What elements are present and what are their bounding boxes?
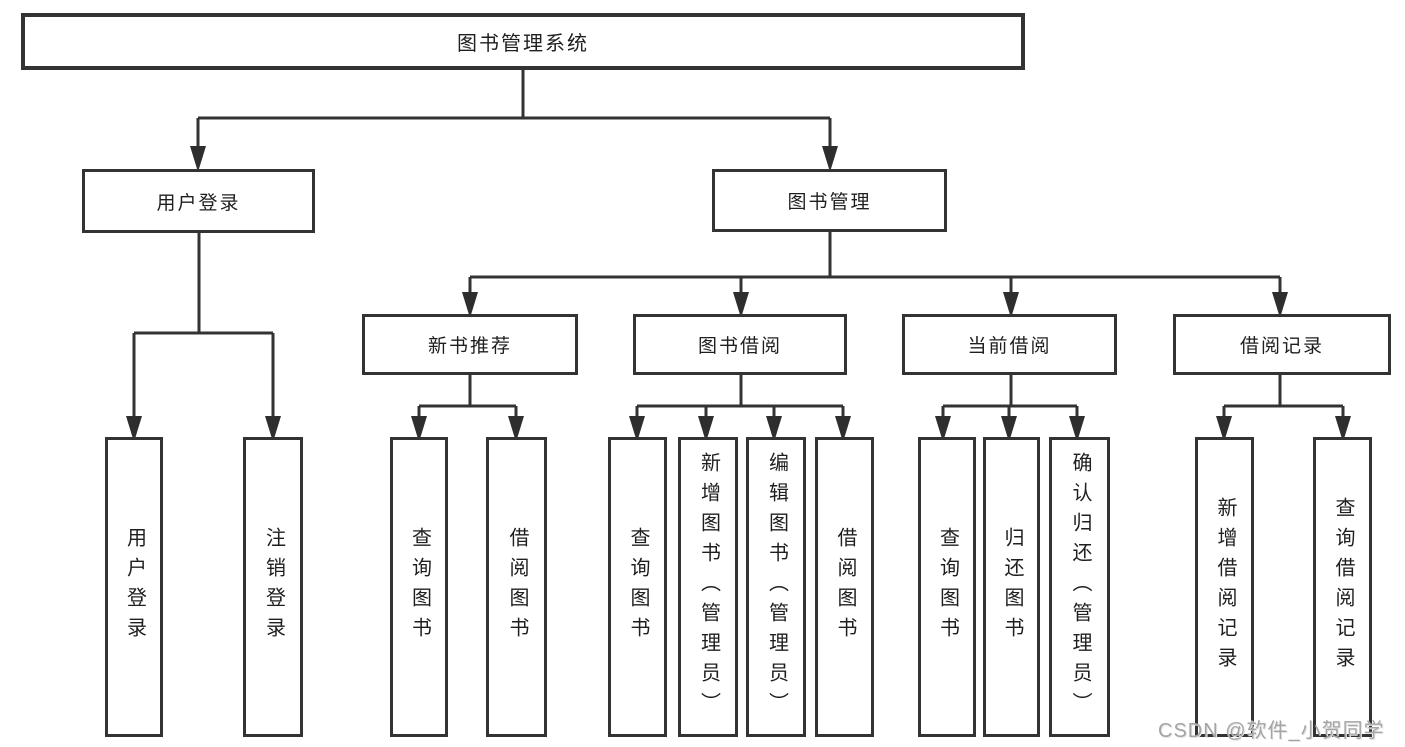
node-book-management-label: 图书管理 [787,192,872,213]
leaf-query-borrow-record: 查询借阅记录 [1313,437,1372,737]
leaf-user-login-label: 用户登录 [123,527,146,647]
leaf-add-books-admin: 新增图书（管理员） [678,437,738,737]
leaf-borrow-books-label: 借阅图书 [834,527,856,647]
leaf-logout-label: 注销登录 [262,527,285,647]
node-current-borrowing-label: 当前借阅 [967,336,1052,357]
leaf-user-login: 用户登录 [105,437,163,737]
node-borrowing-records-label: 借阅记录 [1239,336,1324,357]
node-new-book-recommend: 新书推荐 [362,314,578,375]
leaf-recommend-query-books: 查询图书 [390,437,448,737]
node-book-borrowing-label: 图书借阅 [697,336,782,357]
leaf-current-query-books: 查询图书 [918,437,976,737]
node-new-book-recommend-label: 新书推荐 [427,336,512,357]
node-borrowing-records: 借阅记录 [1173,314,1391,375]
node-root: 图书管理系统 [21,13,1025,70]
leaf-add-borrow-record-label: 新增借阅记录 [1214,497,1236,677]
node-user-login: 用户登录 [82,169,315,233]
leaf-edit-books-admin-label: 编辑图书（管理员） [765,452,788,722]
leaf-edit-books-admin: 编辑图书（管理员） [746,437,806,737]
leaf-confirm-return-admin: 确认归还（管理员） [1049,437,1110,737]
leaf-current-query-books-label: 查询图书 [936,527,959,647]
leaf-recommend-query-books-label: 查询图书 [408,527,431,647]
leaf-add-borrow-record: 新增借阅记录 [1195,437,1254,737]
leaf-borrow-books: 借阅图书 [815,437,874,737]
leaf-return-books-label: 归还图书 [1001,527,1023,647]
leaf-logout: 注销登录 [243,437,303,737]
node-book-management: 图书管理 [712,169,947,232]
leaf-return-books: 归还图书 [983,437,1040,737]
node-user-login-label: 用户登录 [156,192,241,214]
node-current-borrowing: 当前借阅 [902,314,1117,375]
node-root-label: 图书管理系统 [457,33,589,55]
leaf-recommend-borrow-books-label: 借阅图书 [506,527,528,647]
csdn-watermark: CSDN @软件_小贺同学 [1158,720,1385,742]
leaf-borrowing-query-books: 查询图书 [608,437,667,737]
leaf-add-books-admin-label: 新增图书（管理员） [697,452,720,722]
node-book-borrowing: 图书借阅 [633,314,847,375]
leaf-recommend-borrow-books: 借阅图书 [486,437,547,737]
leaf-borrowing-query-books-label: 查询图书 [627,527,649,647]
leaf-confirm-return-admin-label: 确认归还（管理员） [1069,452,1091,722]
leaf-query-borrow-record-label: 查询借阅记录 [1332,497,1354,677]
